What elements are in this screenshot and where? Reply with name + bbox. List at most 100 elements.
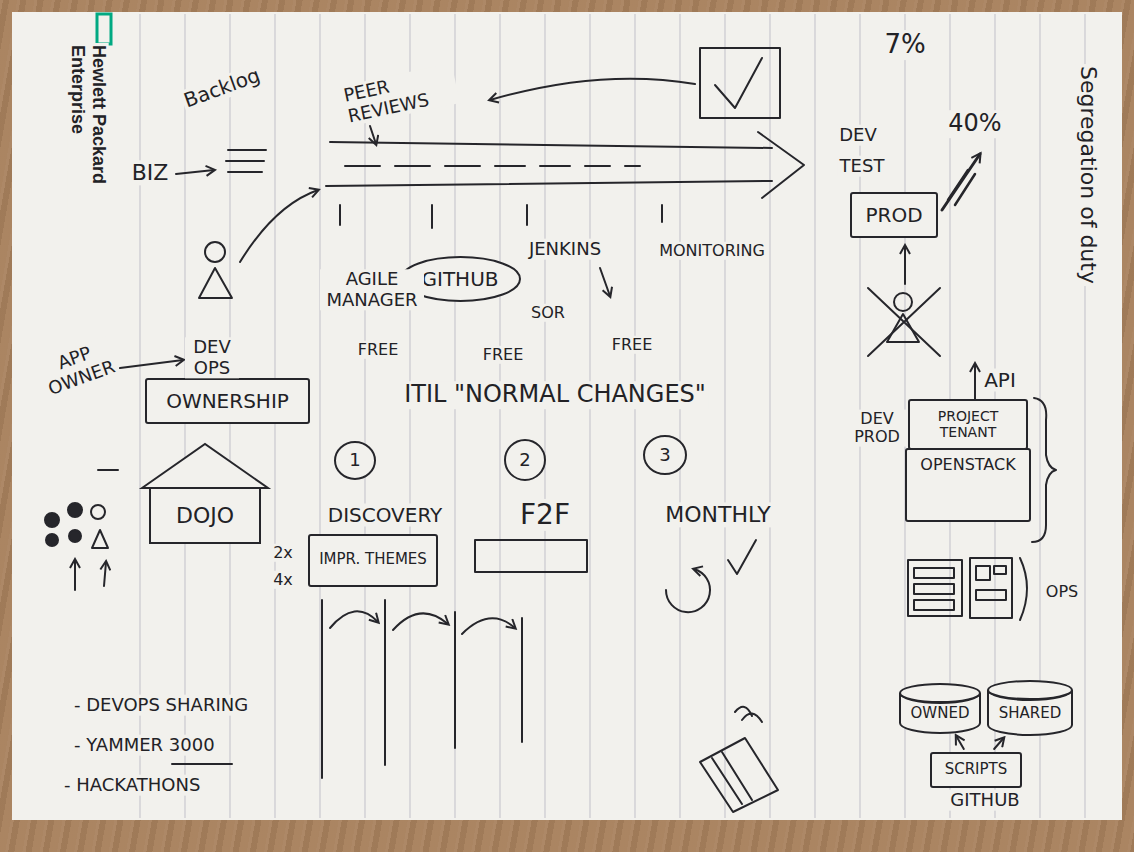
dojo-house-outline <box>142 444 268 488</box>
node-text-group: OWNERSHIP <box>166 390 289 413</box>
review-label: PEER REVIEWS <box>340 63 460 127</box>
flow-arrow <box>393 613 448 630</box>
node-text-group: SCRIPTS <box>945 761 1008 778</box>
node-text-group: OWNED <box>911 705 970 722</box>
tool-label: JENKINS <box>527 239 603 260</box>
server-slots <box>914 568 954 610</box>
api-label: API <box>982 369 1018 392</box>
person-head <box>894 293 912 311</box>
cost-label: FREE <box>610 336 655 354</box>
node-text: 2 <box>519 450 530 471</box>
ops-label: OPS <box>1044 583 1080 601</box>
tool-label: MONITORING <box>657 242 767 260</box>
ops-bracket <box>1020 558 1027 620</box>
person-head <box>205 242 225 262</box>
cycle-arrow <box>666 569 710 612</box>
storage-cylinder: SHARED <box>986 680 1074 735</box>
step-circle: 1 <box>333 440 377 481</box>
node-text: SCRIPTS <box>945 761 1008 778</box>
node-text-group: GITHUB <box>421 268 498 291</box>
node-text: DOJO <box>176 503 234 528</box>
connector-arrow <box>994 738 1004 749</box>
storage-cylinder: OWNED <box>898 683 982 733</box>
logo-mark <box>97 14 111 44</box>
step-label: MONTHLY <box>663 502 773 527</box>
scripts-box: SCRIPTS <box>930 752 1022 788</box>
team-arrow <box>104 562 106 586</box>
tool-label: SOR <box>529 304 567 322</box>
review-arrow <box>370 126 376 144</box>
approval-arrow <box>490 79 695 100</box>
env-label: DEV <box>837 125 879 146</box>
pipeline-arrow <box>326 132 804 198</box>
dojo-house-outline <box>150 488 260 543</box>
ruled-lines <box>140 14 1085 818</box>
tool-label: AGILE MANAGER <box>320 269 424 310</box>
process-note: ITIL "NORMAL CHANGES" <box>402 381 708 409</box>
backlog-lines <box>226 150 266 172</box>
step-circle-outline <box>335 442 375 479</box>
node-text-group: 3 <box>659 445 670 466</box>
node-text: OWNED <box>911 705 970 722</box>
flow-arrow <box>330 611 378 628</box>
openstack-box: OPENSTACK <box>905 448 1031 522</box>
rule-line <box>679 14 680 818</box>
team-body <box>69 530 81 542</box>
step-circle-outline <box>644 436 686 474</box>
role-label: DEV OPS <box>185 337 239 378</box>
percent-label: 7% <box>882 30 927 60</box>
stage-ticks <box>340 205 662 228</box>
node-text: 3 <box>659 445 670 466</box>
team-head <box>45 513 59 527</box>
dojo-house-outline <box>140 440 270 545</box>
rule-line <box>724 14 725 818</box>
api-arrow <box>974 364 976 402</box>
env-label: DEV PROD <box>848 410 907 447</box>
connector-arrow <box>956 736 964 749</box>
arrow-scribble <box>948 170 975 205</box>
list-item: - DEVOPS SHARING <box>72 695 250 716</box>
empty-box <box>475 540 587 572</box>
step-circle: 3 <box>642 434 688 476</box>
ownership-box: OWNERSHIP <box>145 378 310 424</box>
biz-arrow <box>176 170 214 174</box>
person-arrow <box>240 190 318 262</box>
rule-line <box>319 14 320 818</box>
rule-line <box>409 14 410 818</box>
rule-line <box>814 14 815 818</box>
node-text-group: OPENSTACK <box>920 456 1015 474</box>
team-head <box>91 505 105 519</box>
server-slots <box>976 566 1006 600</box>
frequency-label: 2x <box>271 544 295 562</box>
step-circle: 2 <box>503 438 547 482</box>
dash-mark <box>98 469 118 471</box>
rule-line <box>499 14 500 818</box>
biz-label: BIZ <box>130 160 171 185</box>
server-icon <box>908 560 962 616</box>
team-arrow <box>74 560 76 590</box>
node-text-group: IMPR. THEMES <box>319 551 427 568</box>
team-body <box>92 530 108 548</box>
node-text: OWNERSHIP <box>166 390 289 413</box>
storage-cylinder-outline <box>988 681 1072 699</box>
tenant-box: PROJECT TENANT <box>908 399 1028 450</box>
prod-arrow <box>904 246 906 284</box>
node-text-group: DOJO <box>176 503 234 528</box>
check-mark <box>715 58 762 108</box>
node-text: OPENSTACK <box>920 456 1015 474</box>
rule-line <box>364 14 365 818</box>
node-text: PROJECT TENANT <box>918 408 1018 440</box>
step-circle-outline <box>505 440 545 480</box>
frequency-label: 4x <box>271 571 295 589</box>
step-label: F2F <box>518 499 572 531</box>
rule-line <box>544 14 545 818</box>
node-text: SHARED <box>999 705 1062 722</box>
step-label: DISCOVERY <box>326 504 445 527</box>
node-text: IMPR. THEMES <box>319 551 427 568</box>
env-label: TEST <box>838 156 887 177</box>
underline <box>172 763 232 765</box>
person-body <box>887 314 919 342</box>
prod-box: PROD <box>850 192 938 238</box>
rule-line <box>634 14 635 818</box>
flow-lines <box>322 600 522 778</box>
